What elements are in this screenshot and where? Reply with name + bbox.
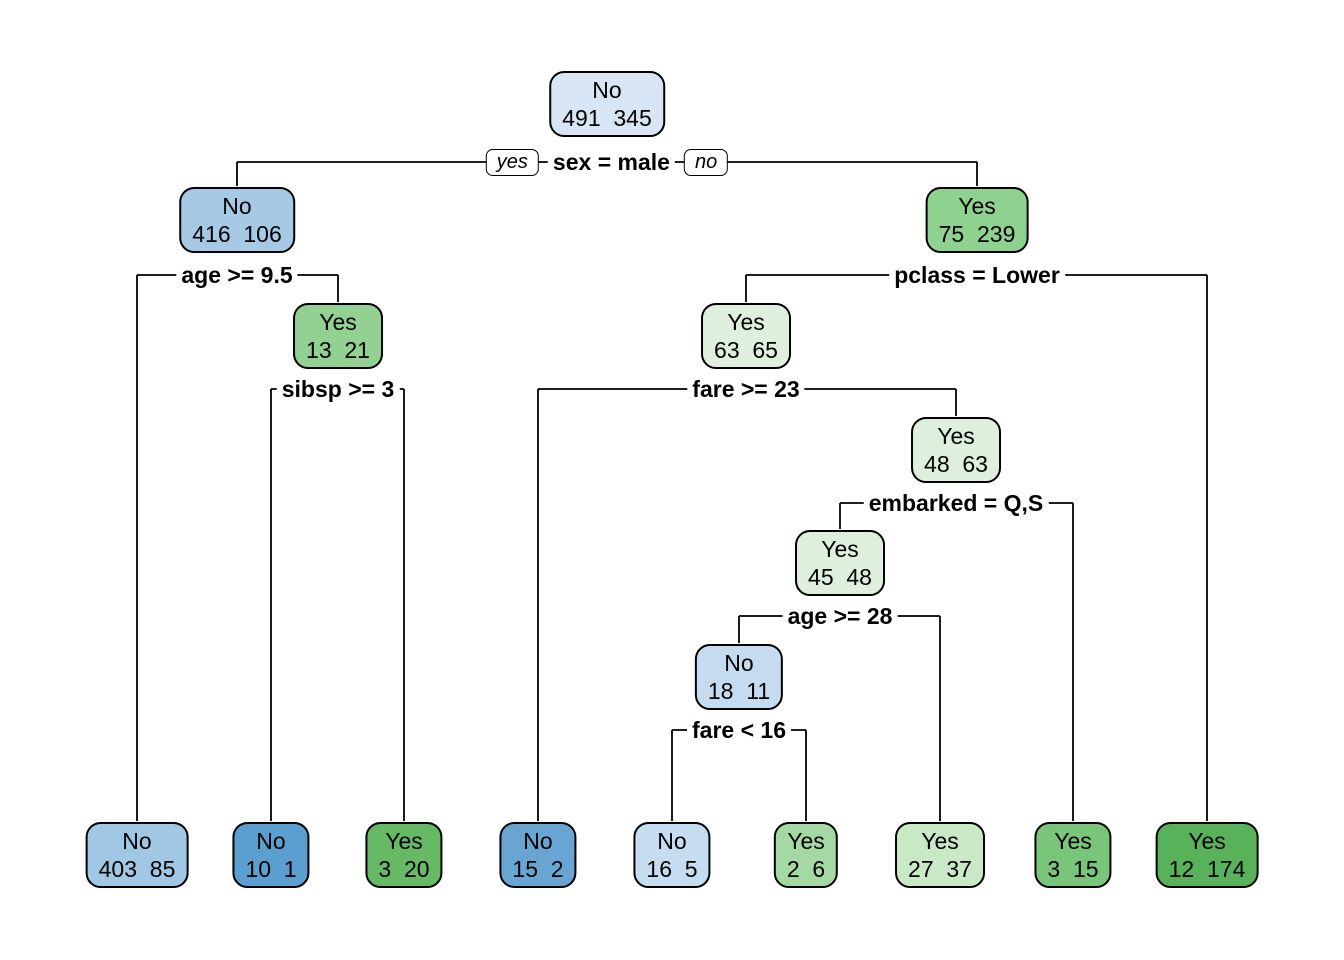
split-condition: fare >= 23 [687, 375, 805, 403]
split-row-1: age >= 9.5 [176, 261, 298, 289]
node-class-label: No [256, 828, 286, 854]
split-condition: sibsp >= 3 [276, 375, 400, 403]
split-condition: age >= 9.5 [176, 261, 298, 289]
node-counts: 3 20 [378, 856, 430, 882]
node-class-label: No [592, 77, 622, 103]
node-class-label: Yes [385, 828, 423, 854]
node-counts: 45 48 [808, 564, 872, 590]
node-class-label: Yes [1054, 828, 1092, 854]
node-class-label: No [222, 193, 252, 219]
node-counts: 63 65 [714, 337, 778, 363]
node-counts: 12 174 [1168, 856, 1246, 882]
node-class-label: Yes [821, 536, 859, 562]
node-counts: 2 6 [786, 856, 826, 882]
node-class-label: No [122, 828, 152, 854]
node-class-label: Yes [958, 193, 996, 219]
split-condition: fare < 16 [687, 716, 791, 744]
split-condition: sex = male [547, 148, 675, 176]
node-counts: 403 85 [98, 856, 176, 882]
branch-tag-yes: yes [485, 148, 539, 176]
node-class-label: Yes [1188, 828, 1226, 854]
node-counts: 491 345 [562, 105, 652, 131]
split-row-0: yes sex = male no [485, 148, 729, 176]
node-counts: 16 5 [646, 856, 698, 882]
node-counts: 15 2 [512, 856, 564, 882]
node-counts: 10 1 [245, 856, 297, 882]
branch-tag-no: no [683, 148, 729, 176]
node-counts: 27 37 [908, 856, 972, 882]
node-class-label: Yes [727, 309, 765, 335]
split-row-4: fare >= 23 [687, 375, 805, 403]
split-row-5: embarked = Q,S [863, 489, 1049, 517]
node-class-label: Yes [937, 423, 975, 449]
node-class-label: No [657, 828, 687, 854]
node-class-label: Yes [921, 828, 959, 854]
node-counts: 3 15 [1047, 856, 1099, 882]
node-class-label: Yes [319, 309, 357, 335]
node-class-label: No [523, 828, 553, 854]
node-counts: 48 63 [924, 451, 988, 477]
node-counts: 416 106 [192, 221, 282, 247]
split-row-3: pclass = Lower [889, 261, 1065, 289]
node-class-label: No [724, 650, 754, 676]
split-condition: embarked = Q,S [863, 489, 1049, 517]
node-counts: 75 239 [938, 221, 1016, 247]
node-counts: 18 11 [707, 678, 771, 704]
split-condition: age >= 28 [782, 602, 898, 630]
split-row-7: fare < 16 [687, 716, 791, 744]
split-condition: pclass = Lower [889, 261, 1065, 289]
split-row-2: sibsp >= 3 [276, 375, 400, 403]
node-counts: 13 21 [306, 337, 370, 363]
node-class-label: Yes [787, 828, 825, 854]
split-row-6: age >= 28 [782, 602, 898, 630]
